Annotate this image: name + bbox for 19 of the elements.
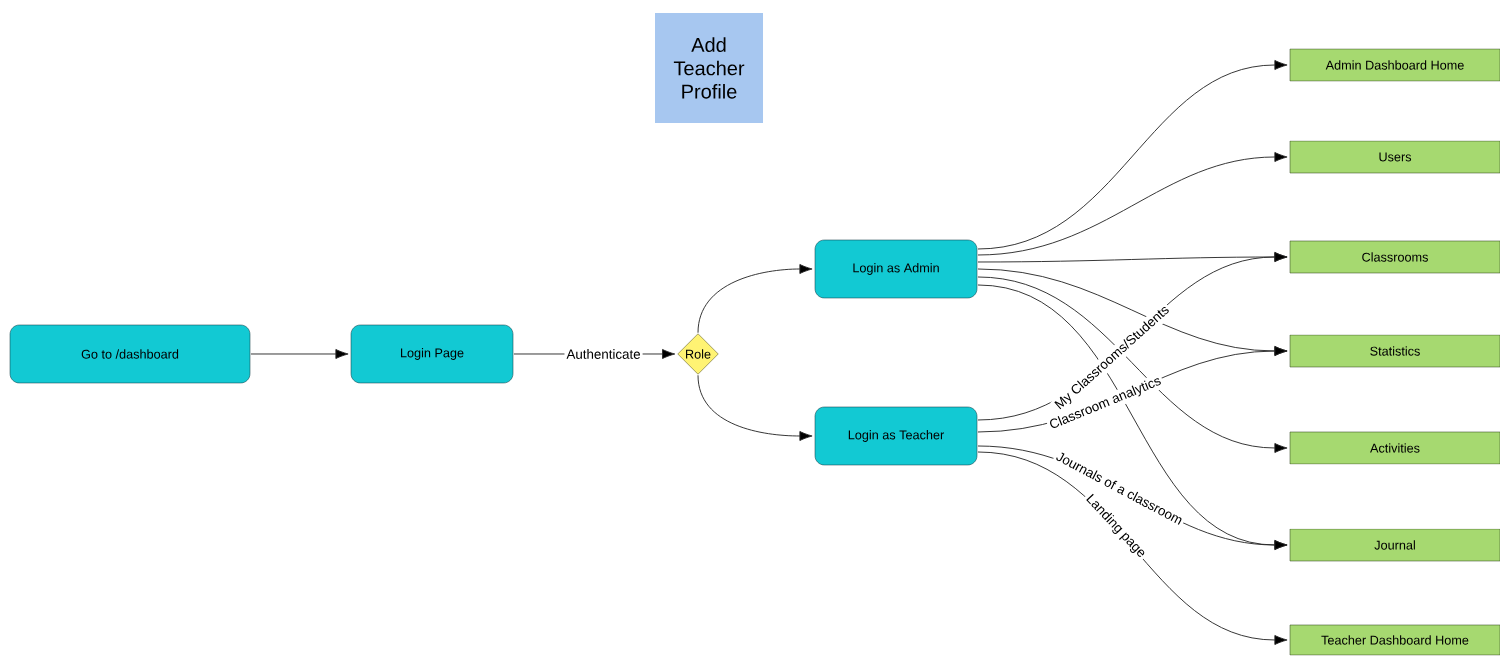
arrow	[977, 60, 1288, 250]
process-box: Login as Admin	[814, 239, 978, 299]
page-box: Users	[1289, 140, 1500, 174]
edge-label: Authenticate	[564, 347, 643, 361]
page-box: Statistics	[1289, 334, 1500, 368]
process-box: Login as Teacher	[814, 406, 978, 466]
arrow	[977, 276, 1288, 453]
process-box: Go to /dashboard	[9, 324, 251, 384]
arrow	[697, 264, 813, 334]
page-box: Classrooms	[1289, 240, 1500, 274]
arrow	[697, 374, 813, 441]
arrow	[977, 152, 1288, 256]
page-box: Journal	[1289, 528, 1500, 562]
arrow	[250, 349, 349, 359]
page-box: Admin Dashboard Home	[1289, 48, 1500, 82]
sticky-note: Add Teacher Profile	[655, 13, 763, 123]
page-box: Teacher Dashboard Home	[1289, 624, 1500, 656]
process-box: Login Page	[350, 324, 514, 384]
page-box: Activities	[1289, 431, 1500, 465]
